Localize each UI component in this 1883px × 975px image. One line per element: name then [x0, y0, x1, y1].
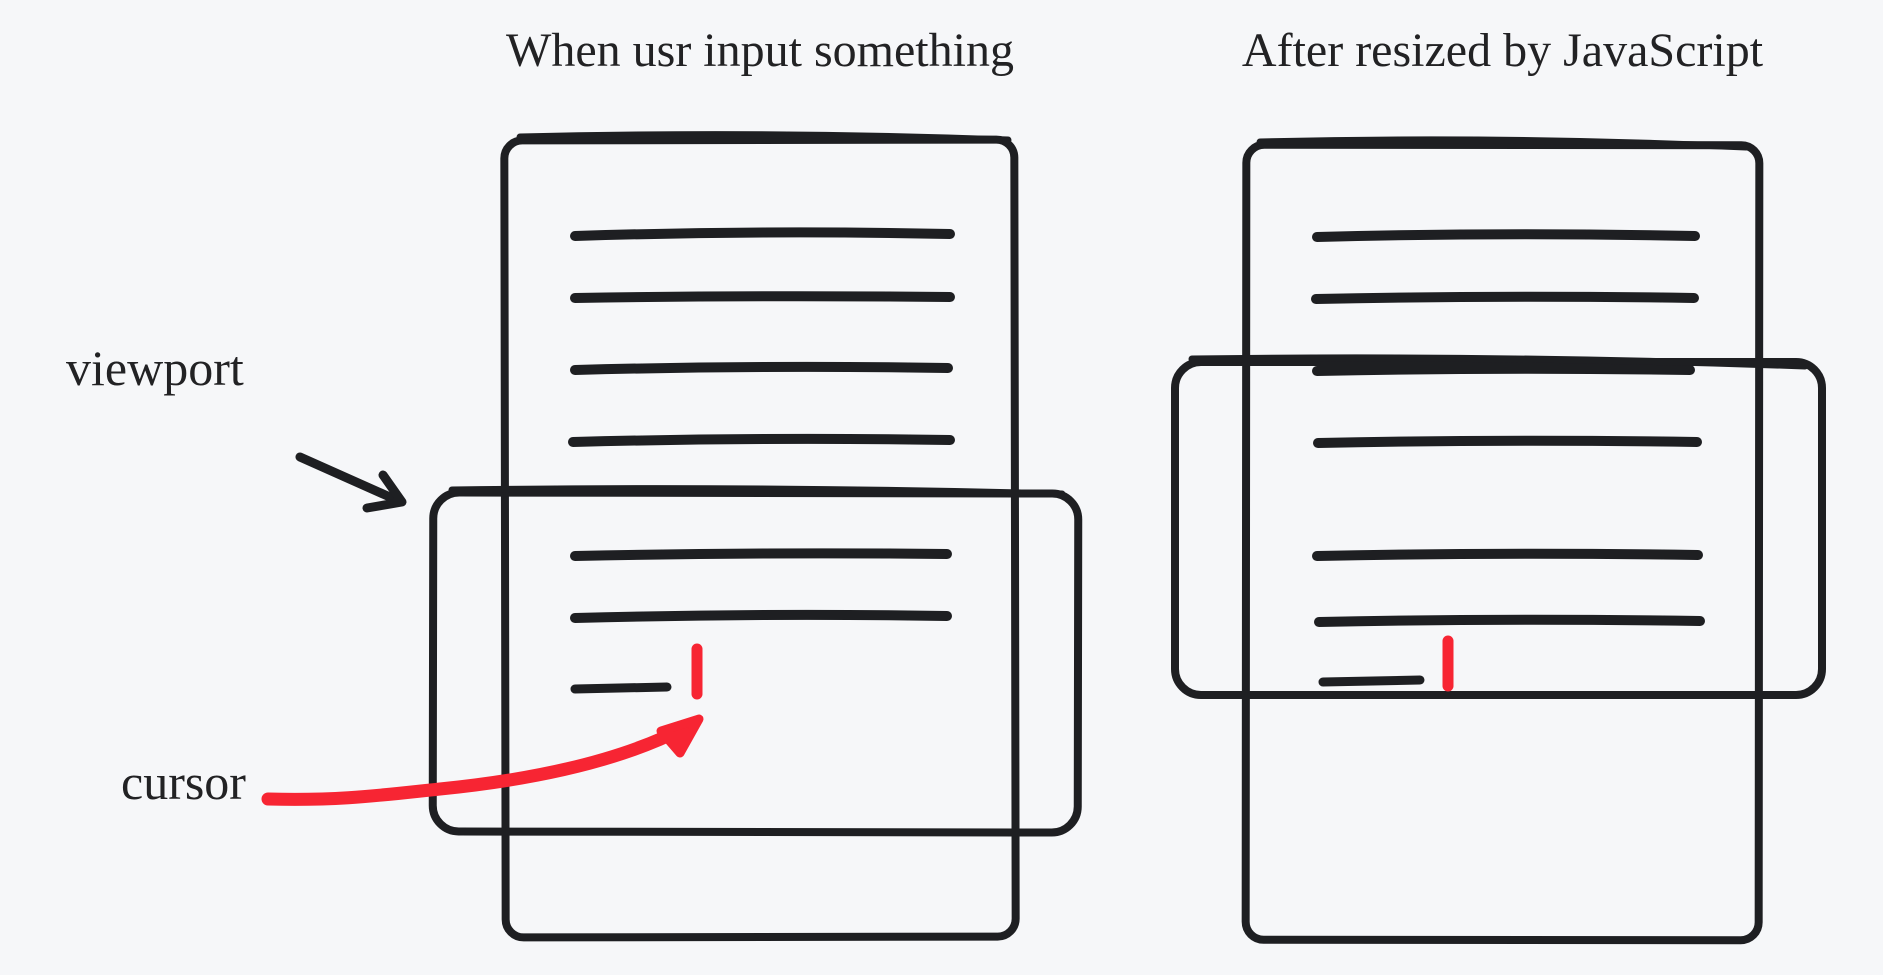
- page-outline-sketch-pass: [1256, 136, 1750, 151]
- text-line: [570, 548, 952, 561]
- text-line: [1314, 614, 1705, 627]
- page-outline: [500, 135, 1020, 942]
- viewport-outline-sketch-pass: [1188, 354, 1809, 370]
- cursor-annotation-label: cursor: [121, 754, 246, 810]
- text-line: [1312, 363, 1695, 376]
- curved-arrow-up-right-icon: [656, 714, 704, 758]
- text-line: [1313, 435, 1702, 448]
- page-outline-sketch-pass: [516, 131, 1012, 144]
- viewport-outline: [1171, 358, 1826, 699]
- panel-before-title: When usr input something: [506, 24, 1014, 77]
- viewport-annotation-label: viewport: [66, 340, 244, 396]
- viewport-outline-sketch-pass: [448, 485, 1066, 498]
- panel-after: [1171, 136, 1826, 945]
- arrow-down-right-icon: [295, 452, 397, 503]
- text-line-short: [1318, 675, 1425, 687]
- text-line-short: [570, 682, 672, 694]
- text-line: [568, 433, 955, 447]
- text-line: [1312, 548, 1703, 561]
- viewport-annotation: [295, 452, 407, 513]
- text-line: [570, 227, 955, 241]
- text-line: [1311, 291, 1699, 304]
- viewport-outline: [428, 488, 1083, 837]
- text-line: [570, 361, 953, 375]
- text-line: [570, 291, 955, 303]
- panel-after-title: After resized by JavaScript: [1241, 24, 1764, 77]
- curved-arrow-up-right-icon: [261, 721, 691, 806]
- text-line: [570, 609, 952, 623]
- cursor-annotation: [261, 714, 704, 806]
- panel-before: [428, 131, 1083, 942]
- page-outline: [1241, 140, 1764, 945]
- arrow-down-right-icon: [362, 470, 407, 513]
- text-line: [1312, 229, 1700, 242]
